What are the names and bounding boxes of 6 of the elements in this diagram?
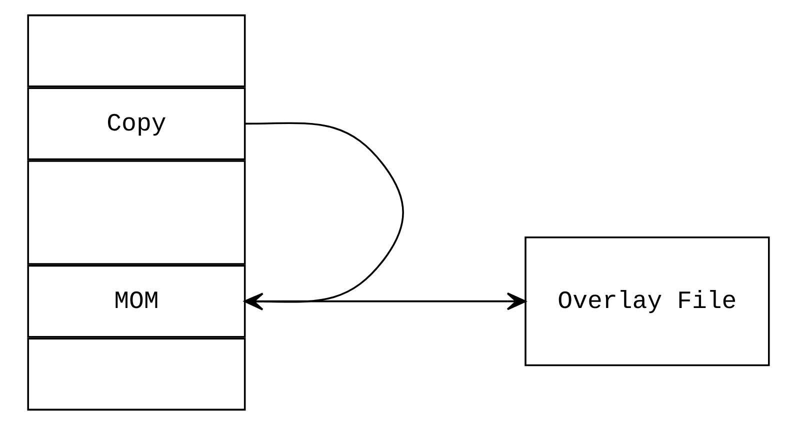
node-box: Overlay File xyxy=(524,236,770,366)
node-box: Copy xyxy=(26,87,246,160)
node-box xyxy=(26,338,246,411)
node-box xyxy=(26,160,246,265)
node-box xyxy=(26,14,246,88)
node-box: MOM xyxy=(26,264,246,338)
